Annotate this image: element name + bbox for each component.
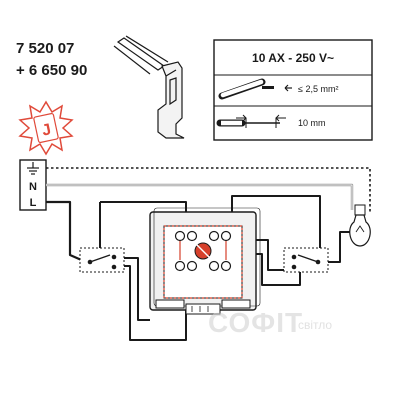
wire-cross-section: ≤ 2,5 mm² — [298, 84, 338, 94]
wiring — [46, 167, 371, 341]
caution-burst-icon — [18, 100, 74, 156]
watermark-sub: світло — [298, 318, 333, 332]
intermediate-switch-device — [149, 207, 261, 315]
terminal-block — [19, 159, 47, 211]
caution-letter: J — [40, 121, 52, 139]
live-wire — [46, 200, 87, 264]
product-ref-plate: + 6 650 90 — [16, 62, 88, 79]
rating-title: 10 AX - 250 V~ — [252, 51, 334, 65]
arrow-right-icon — [242, 114, 247, 122]
terminal-label-n: N — [29, 181, 37, 193]
traveller-wire-left-1 — [116, 257, 150, 321]
earth-ground-icon — [27, 162, 39, 175]
earth-wire — [46, 167, 371, 212]
traveller-wire-left-2 — [116, 265, 187, 341]
lamp-icon — [349, 204, 371, 247]
terminal-label-l: L — [30, 197, 37, 209]
neutral-wire — [46, 183, 354, 210]
strip-length: 10 mm — [298, 118, 326, 128]
right-two-way-switch — [283, 247, 329, 273]
product-ref-switch: 7 520 07 — [16, 40, 75, 57]
arrow-left-icon — [275, 114, 280, 122]
right-upper-wire — [231, 195, 321, 248]
left-two-way-switch — [79, 247, 125, 273]
arrow-left-icon — [284, 84, 289, 92]
mounting-clip-illustration — [113, 35, 185, 139]
watermark-brand: СОФІТ — [208, 307, 304, 338]
ratings-box — [213, 39, 373, 141]
